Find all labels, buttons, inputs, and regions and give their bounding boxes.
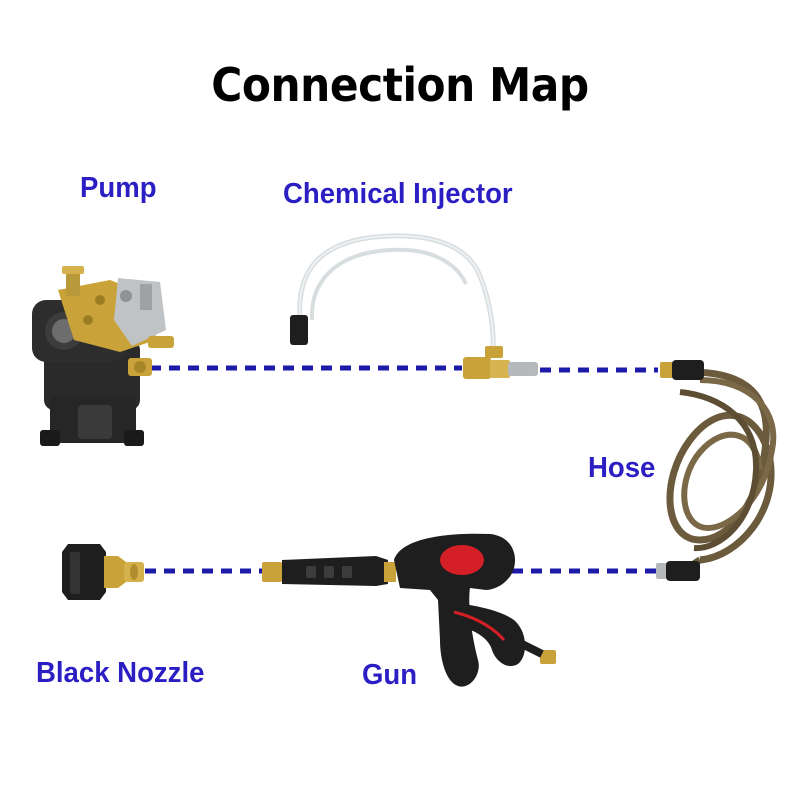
black-nozzle-image (62, 544, 144, 600)
connector-lines (145, 368, 660, 571)
chemical-injector-image (290, 236, 538, 379)
pump-image (32, 266, 174, 446)
hose-image (656, 360, 773, 581)
gun-image (262, 534, 556, 687)
